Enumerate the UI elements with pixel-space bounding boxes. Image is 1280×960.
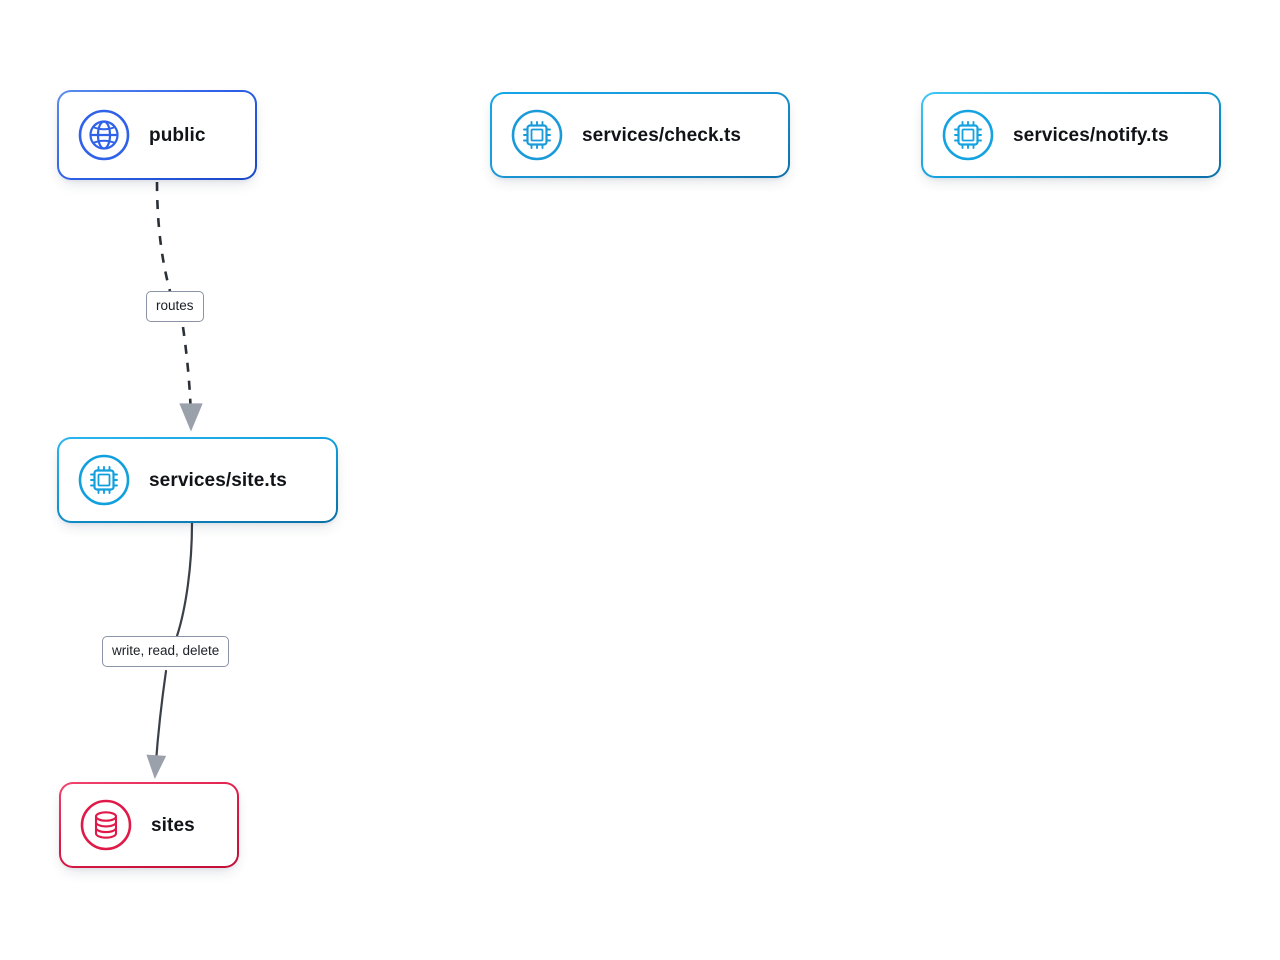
database-icon bbox=[80, 799, 132, 851]
chip-icon bbox=[78, 454, 130, 506]
node-services-notify-label: services/notify.ts bbox=[1013, 124, 1169, 146]
node-services-site-label: services/site.ts bbox=[149, 469, 287, 491]
chip-icon bbox=[942, 109, 994, 161]
node-services-site[interactable]: services/site.ts bbox=[57, 437, 338, 523]
node-services-notify-content: services/notify.ts bbox=[941, 94, 1197, 176]
node-sites-label: sites bbox=[151, 814, 195, 836]
node-services-site-content: services/site.ts bbox=[77, 439, 314, 521]
node-services-check-label: services/check.ts bbox=[582, 124, 742, 146]
edge-public-to-site-upper bbox=[155, 181, 172, 292]
node-services-notify[interactable]: services/notify.ts bbox=[921, 92, 1221, 178]
node-public-label: public bbox=[149, 124, 206, 146]
node-services-check[interactable]: services/check.ts bbox=[490, 92, 790, 178]
node-public-content: public bbox=[77, 92, 233, 178]
edge-public-to-site-lower bbox=[179, 326, 203, 432]
chip-icon bbox=[511, 109, 563, 161]
edge-site-to-sites-lower bbox=[146, 669, 168, 779]
globe-icon bbox=[78, 109, 130, 161]
node-sites[interactable]: sites bbox=[59, 782, 239, 868]
edge-label-routes[interactable]: routes bbox=[146, 291, 204, 322]
edge-site-to-sites-upper bbox=[175, 521, 194, 638]
node-sites-content: sites bbox=[79, 784, 215, 866]
node-public[interactable]: public bbox=[57, 90, 257, 180]
node-services-check-content: services/check.ts bbox=[510, 94, 766, 176]
edge-label-write-read-delete[interactable]: write, read, delete bbox=[102, 636, 230, 667]
